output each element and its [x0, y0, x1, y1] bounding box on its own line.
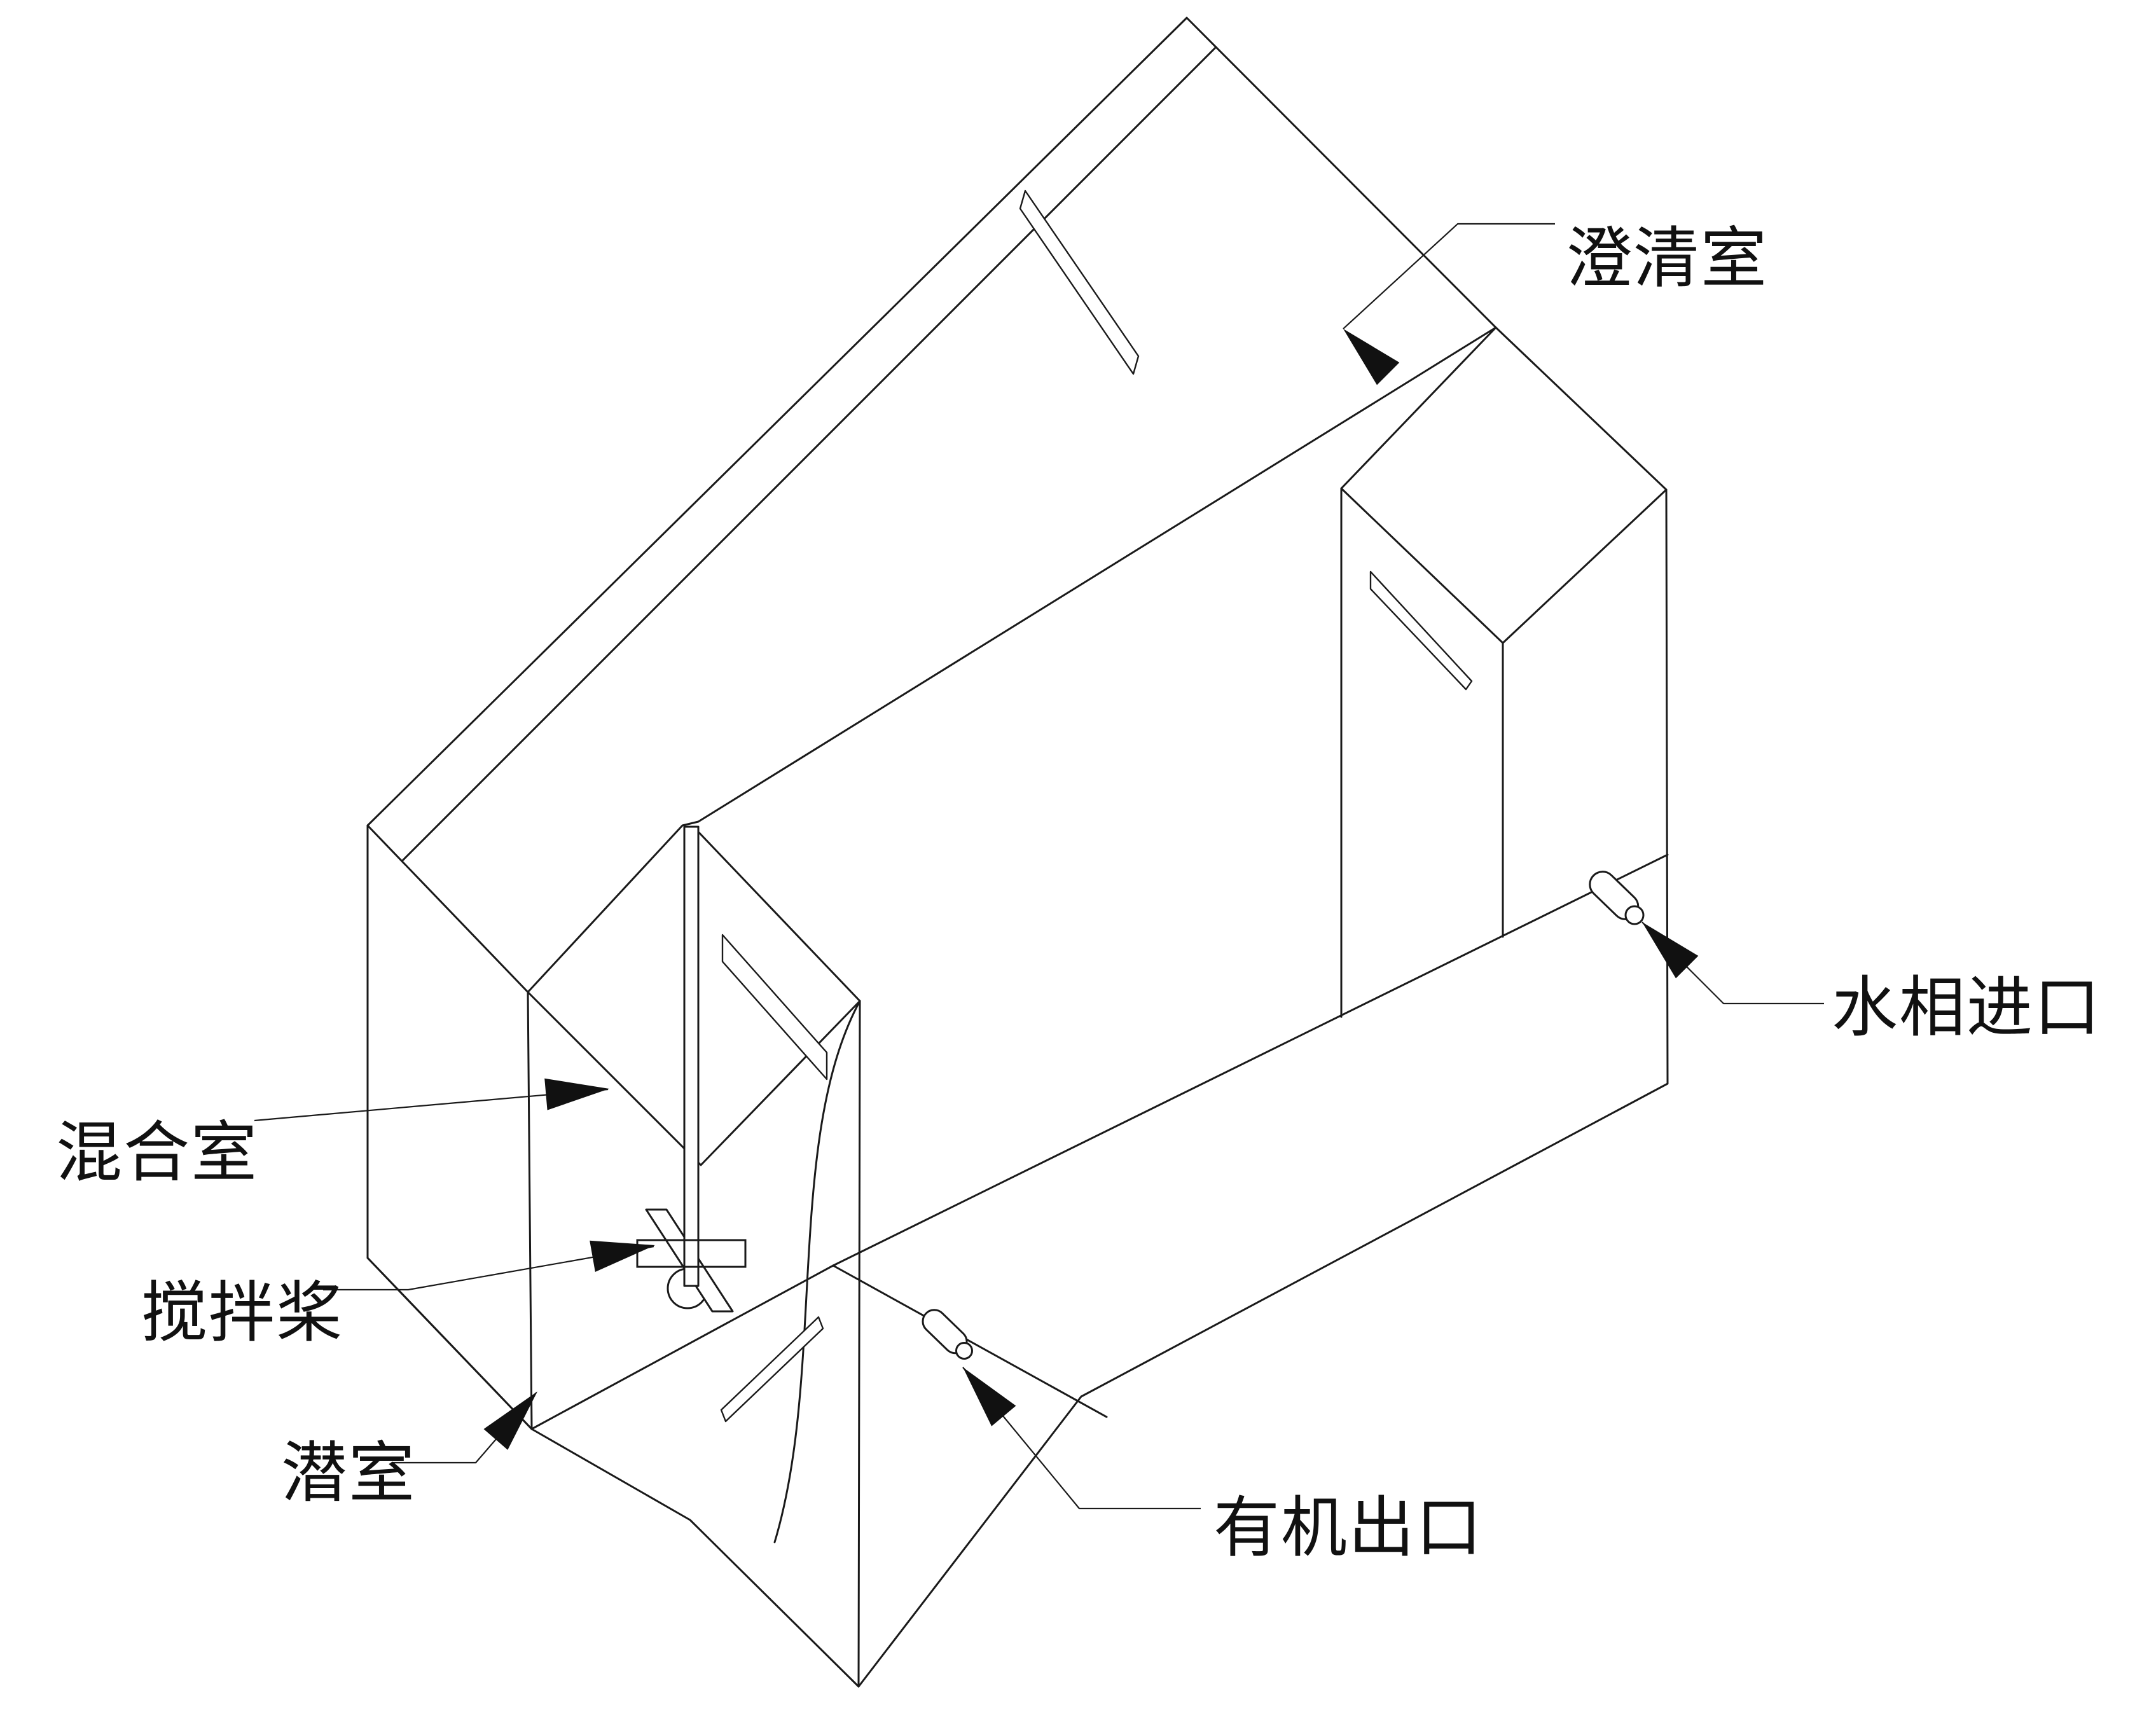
clarifier-leader-line: [1343, 223, 1555, 329]
label-aqueous-inlet: 水相进口: [1832, 972, 2101, 1045]
right-end-chamber: [832, 326, 1669, 1267]
clarifier-back-slot-opening: [1019, 190, 1140, 375]
curved-weir-line: [773, 1000, 861, 1543]
mixer-arrowhead: [544, 1078, 609, 1110]
slots: [720, 190, 1473, 1423]
clarifier-left-bottom-edge: [366, 1257, 533, 1430]
aqueous-inlet-arrowhead: [1642, 922, 1699, 979]
label-sump: 潜室: [281, 1437, 416, 1510]
aqueous-inlet-opening: [1624, 905, 1645, 925]
unit-silhouette: [366, 17, 1669, 1688]
right-end-slot-opening: [1369, 570, 1473, 691]
aqueous-inlet-nozzle: [1589, 871, 1645, 925]
label-impeller: 搅拌桨: [141, 1277, 343, 1350]
front-channel-ridge: [832, 853, 1669, 1267]
organic-launder-rim: [832, 1264, 1108, 1418]
clarifier-arrowhead: [1343, 329, 1400, 385]
mixer-side-slot-opening: [721, 934, 828, 1080]
mixer-top-back-edge: [697, 831, 861, 1002]
clarifier-box-edges: [366, 46, 1497, 1430]
organic-outlet-leader-line: [962, 1367, 1201, 1510]
sump-slot-opening: [720, 1316, 824, 1423]
organic-outlet-arrowhead: [963, 1367, 1016, 1426]
sump-arrowhead: [483, 1391, 537, 1450]
sump-edges: [530, 1000, 1108, 1688]
sump-top-left-edge: [530, 1264, 834, 1430]
label-organic-outlet: 有机出口: [1213, 1492, 1483, 1565]
stirrer-shaft: [683, 825, 700, 1287]
impeller-assembly: [636, 825, 747, 1313]
organic-outlet-nozzle: [922, 1309, 973, 1360]
organic-outlet-opening: [955, 1342, 973, 1360]
right-end-top-face: [1340, 326, 1668, 644]
sump-front-vertical: [857, 1000, 861, 1688]
impeller-leader-line: [323, 1245, 654, 1291]
impeller-arrowhead: [590, 1240, 655, 1272]
label-clarifier: 澄清室: [1566, 223, 1768, 296]
clarifier-left-top-edge: [366, 824, 529, 993]
clarifier-front-ridge: [527, 326, 1497, 993]
label-mixer: 混合室: [56, 1117, 258, 1190]
clarifier-second-ridge: [401, 46, 1217, 862]
label-leaders: [254, 223, 1824, 1510]
clarifier-mixer-shared-vertical: [527, 991, 533, 1430]
outer-silhouette: [366, 17, 1669, 1688]
impeller-paddle-bar: [636, 1239, 747, 1268]
labels: 澄清室 水相进口 混合室 搅拌桨 潜室 有机出口: [56, 223, 2101, 1565]
